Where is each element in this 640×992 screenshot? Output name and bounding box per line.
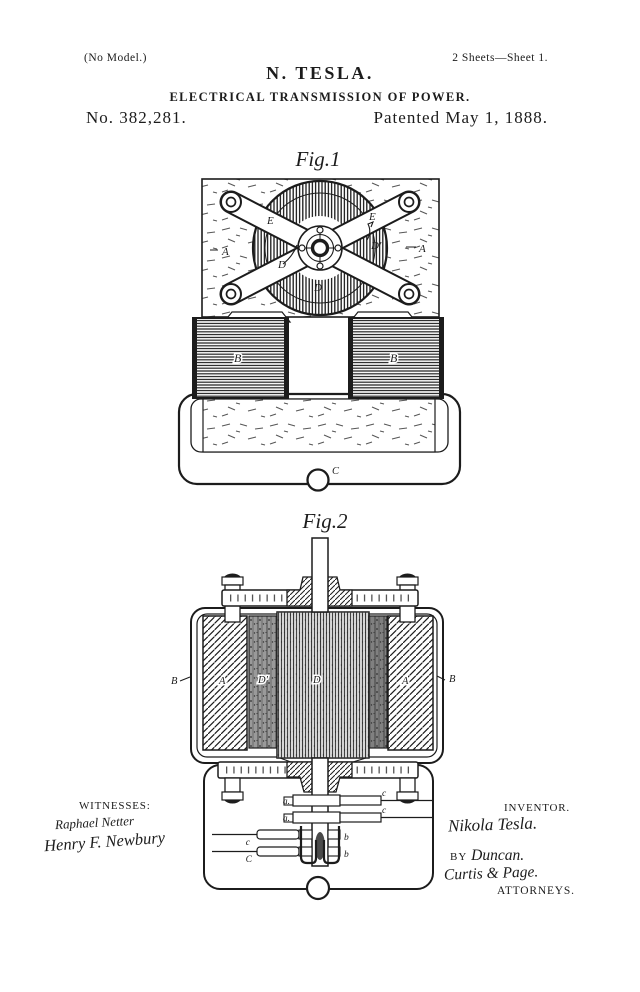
fig2-label-a-lower: a. xyxy=(283,814,290,824)
fig2-lead-b-left xyxy=(179,676,191,682)
fig2-label-d-center: D xyxy=(312,675,321,686)
fig1-label-c: C xyxy=(332,466,340,477)
fig1-label-e-left: E xyxy=(266,215,274,227)
fig1-hub xyxy=(297,225,343,271)
fig1-caption: Fig.1 xyxy=(295,147,341,171)
fig2-label-b-lower: b xyxy=(344,850,349,860)
fig2-label-a-left: A xyxy=(218,676,226,687)
fig1-field-magnet-right: B xyxy=(348,317,444,399)
fig2-shaft-top xyxy=(311,537,329,613)
fig1-label-a-right: A xyxy=(418,243,426,255)
fig2-lower-shaft xyxy=(283,757,341,867)
fig2-label-a-right: A xyxy=(401,676,409,687)
fig1-arm-bolt xyxy=(220,191,420,305)
fig1-pointer-d xyxy=(282,244,298,265)
fig1-label-e-right: E xyxy=(368,211,376,223)
fig2-label-c-left-lower: C xyxy=(246,855,253,865)
attorneys-label: ATTORNEYS. xyxy=(497,885,575,897)
fig1-field-magnet-left: B xyxy=(192,317,289,399)
fig2-core-blocks xyxy=(202,611,434,759)
fig2-label-c-left-upper: c xyxy=(246,838,251,848)
fig2-label-b-left: B xyxy=(171,676,178,687)
inventor-heading: INVENTOR. xyxy=(504,802,570,814)
fig2-label-b-upper: b xyxy=(344,833,349,843)
fig2-magnet-a-right xyxy=(387,615,434,751)
fig1-label-d-bottom: D xyxy=(313,282,322,294)
fig1-pointer-d-prime xyxy=(366,221,374,241)
witnesses-heading: WITNESSES: xyxy=(79,800,151,812)
fig2-strip-d-prime-right xyxy=(368,615,388,749)
attorney-firm-line-1: Duncan. xyxy=(471,847,525,864)
fig2-label-c-right-upper: c xyxy=(382,789,387,799)
attorney-firm-line-2: Curtis & Page. xyxy=(443,863,539,884)
fig1-label-a-left: A xyxy=(221,246,229,258)
fig2-label-c-right-lower: c xyxy=(382,806,387,816)
inventor-signature: Nikola Tesla. xyxy=(447,813,538,836)
fig2-strip-d-prime-left xyxy=(248,615,278,749)
fig1-drawing: Fig.1 xyxy=(177,147,462,492)
fig1-label-b-left: B xyxy=(234,351,242,365)
fig2-label-a-upper: a. xyxy=(283,797,290,807)
fig1-label-b-right: B xyxy=(390,351,398,365)
patent-title: ELECTRICAL TRANSMISSION OF POWER. xyxy=(169,90,471,104)
patent-number: No. 382,281. xyxy=(86,108,187,127)
fig2-label-d-prime: D' xyxy=(257,675,269,686)
fig1-generator-circle xyxy=(306,468,330,492)
sheet-number: 2 Sheets—Sheet 1. xyxy=(452,52,548,64)
attorney-by-line: BY Duncan. xyxy=(450,847,524,865)
fig2-caption: Fig.2 xyxy=(302,509,348,533)
inventor-name-heading: N. TESLA. xyxy=(266,63,374,83)
fig2-terminal-rods xyxy=(212,795,432,865)
fig1-label-d-left: D xyxy=(277,259,286,271)
no-model-note: (No Model.) xyxy=(84,52,147,64)
fig2-lead-b-right xyxy=(436,675,446,681)
fig1-label-d-prime: D' xyxy=(370,240,382,252)
by-label: BY xyxy=(450,851,468,863)
fig1-circuit-loop xyxy=(177,392,462,486)
fig2-label-b-right: B xyxy=(449,674,456,685)
fig2-magnet-a-left xyxy=(202,615,248,751)
fig2-drawing: Fig.2 xyxy=(171,509,456,901)
fig2-base-circle xyxy=(305,875,331,901)
patent-date: Patented May 1, 1888. xyxy=(373,108,548,127)
